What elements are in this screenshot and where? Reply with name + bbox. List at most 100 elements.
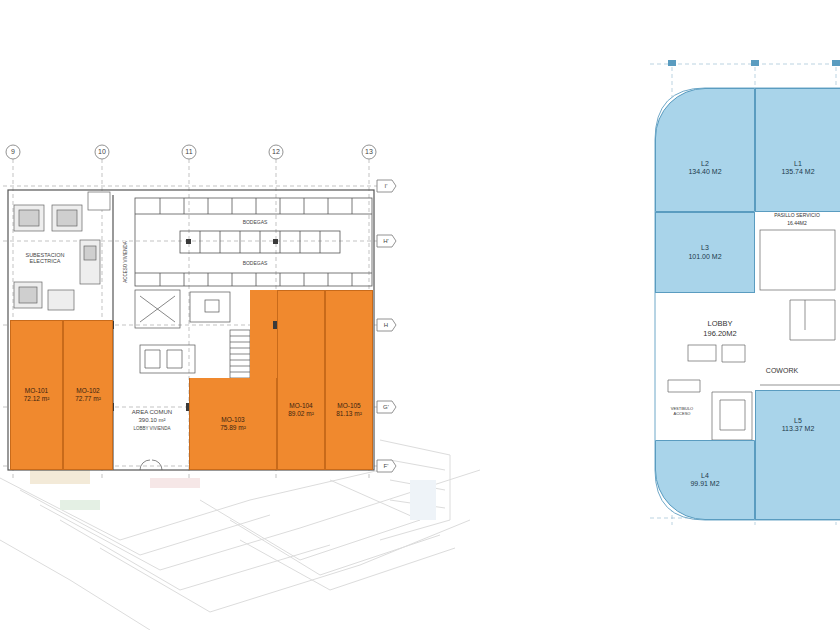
electrical-equipment-part — [52, 205, 82, 231]
vertical-core-part — [140, 345, 195, 373]
unit-name: L1 — [794, 160, 802, 168]
retail-step-fill-part — [250, 290, 277, 379]
storage-units-part — [180, 231, 340, 253]
right-interior-walls-part — [720, 400, 745, 430]
grid-letter: I' — [385, 183, 388, 190]
retail-unit: MO-10581.13 m² — [325, 290, 373, 470]
grid-number: 12 — [272, 148, 280, 156]
isometric-ghost-part — [230, 520, 440, 575]
right-grid-tags-part — [832, 60, 840, 66]
columns-part — [186, 239, 191, 244]
grid-lines — [3, 159, 377, 480]
right-grid-lines-part — [650, 64, 840, 65]
storage-units-part — [135, 198, 372, 286]
right-interior-walls-part — [722, 345, 745, 362]
grid-bubbles-part — [95, 145, 109, 159]
electrical-equipment-part — [48, 290, 74, 310]
right-interior-walls-part — [688, 345, 716, 361]
retail-unit: MO-10489.02 m² — [277, 290, 325, 470]
grid-bubbles-part — [377, 235, 396, 247]
grid-bubbles-part — [6, 145, 20, 159]
unit-name: MO-102 — [76, 387, 99, 395]
right-interior-walls-part — [712, 392, 752, 440]
electrical-equipment-part — [80, 240, 100, 284]
grid-bubbles-part — [362, 145, 376, 159]
isometric-color-ghost-part — [150, 478, 200, 488]
area-name: PASILLO SERVICIO — [773, 213, 821, 219]
unit-name: MO-103 — [221, 416, 244, 424]
vertical-core-part — [190, 292, 230, 322]
unit-area: 135.74 M2 — [781, 168, 814, 176]
room-label: SUBESTACION ELECTRICA — [15, 252, 75, 265]
isometric-ghost-part — [60, 520, 330, 590]
right-interior-walls-part — [790, 300, 835, 340]
electrical-equipment-part — [84, 246, 96, 260]
unit-area: 89.02 m² — [288, 410, 314, 418]
unit-name: MO-104 — [289, 402, 312, 410]
grid-number: 11 — [185, 148, 192, 156]
vertical-core-part — [140, 460, 162, 470]
isometric-ghost-part — [40, 470, 480, 570]
commercial-unit: L499.91 M2 — [655, 440, 755, 520]
vertical-core-part — [145, 350, 182, 368]
unit-name: L4 — [701, 472, 709, 480]
grid-number: 13 — [365, 148, 373, 156]
right-grid-tags-part — [668, 60, 676, 66]
electrical-equipment-part — [88, 192, 110, 210]
isometric-ghost-part — [0, 470, 380, 540]
retail-step-fill — [250, 290, 277, 379]
area-value: 196.20M2 — [702, 330, 737, 339]
unit-area: 72.12 m² — [24, 395, 50, 403]
electrical-equipment-part — [57, 210, 77, 226]
isometric-ghost-part — [380, 440, 450, 540]
building-walls-part — [8, 190, 374, 470]
grid-bubbles-part — [377, 319, 396, 331]
isometric-color-ghost-part — [30, 470, 90, 484]
right-interior-walls-part — [805, 300, 806, 330]
unit-area: 134.40 M2 — [688, 168, 721, 176]
unit-name: MO-105 — [337, 402, 360, 410]
grid-number: 9 — [11, 148, 15, 156]
grid-bubbles-part — [377, 401, 396, 413]
room-label: ACCESO VIVIENDA — [123, 240, 128, 283]
room-label: BODEGAS — [242, 220, 269, 226]
area-name: LOBBY — [706, 320, 733, 329]
grid-letter: G' — [383, 404, 389, 411]
grid-letter: H — [384, 322, 388, 329]
electrical-equipment-part — [14, 205, 44, 231]
unit-area: 72.77 m² — [75, 395, 101, 403]
unit-name: MO-101 — [25, 387, 48, 395]
area-name: AREA COMUN — [131, 409, 173, 416]
storage-units-part — [160, 198, 352, 214]
grid-number: 10 — [98, 148, 106, 156]
isometric-ghost-part — [0, 540, 150, 630]
storage-units-part — [200, 231, 320, 253]
electrical-equipment-part — [19, 210, 39, 226]
commercial-unit: L1135.74 M2 — [755, 88, 840, 212]
grid-bubbles-part — [269, 145, 283, 159]
right-interior-walls-part — [760, 385, 840, 386]
vertical-core-part — [230, 336, 250, 372]
storage-units-part — [160, 273, 352, 286]
isometric-color-ghost-part — [60, 500, 100, 510]
right-building-outline-part — [655, 88, 840, 520]
unit-name: L3 — [701, 244, 709, 252]
right-interior-walls-part — [760, 230, 835, 290]
unit-area: 81.13 m² — [336, 410, 362, 418]
isometric-ghost-part — [20, 490, 270, 555]
area-value: 16.44M2 — [786, 221, 807, 227]
electrical-equipment-part — [19, 287, 37, 303]
grid-bubbles-part — [182, 145, 196, 159]
unit-area: 75.89 m² — [220, 424, 246, 432]
isometric-ghost-part — [200, 480, 420, 560]
grid-letter: H' — [383, 238, 388, 245]
area-value: 390.10 m² — [137, 417, 166, 424]
grid-bubbles — [6, 145, 396, 472]
commercial-unit: L3101.00 M2 — [655, 212, 755, 293]
grid-bubbles-part — [377, 460, 396, 472]
vertical-core-part — [205, 300, 219, 312]
commercial-unit: L2134.40 M2 — [655, 88, 755, 212]
isometric-ghost-part — [100, 520, 470, 612]
vertical-core-part — [135, 290, 180, 328]
